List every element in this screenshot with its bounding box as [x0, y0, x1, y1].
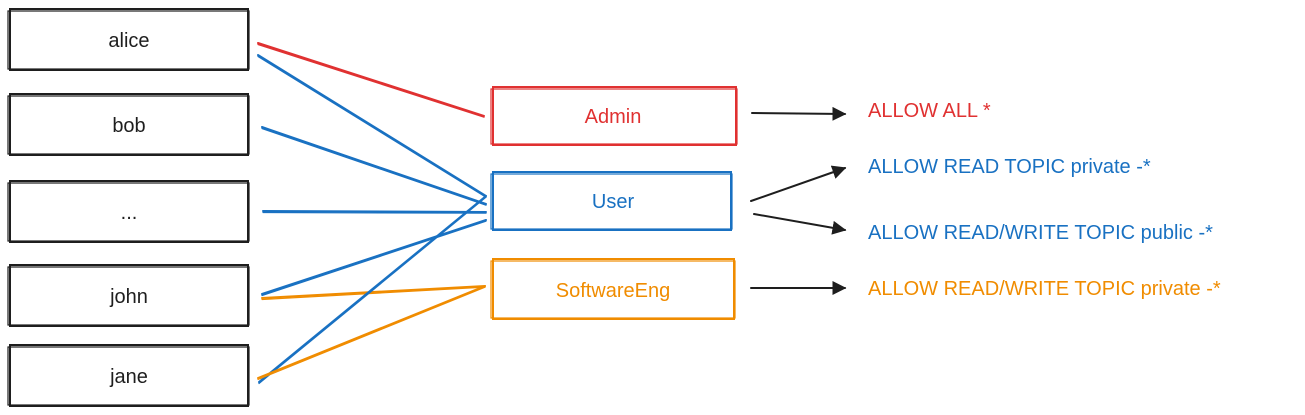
role-label: User	[592, 191, 635, 213]
role-label: Admin	[585, 106, 642, 128]
rule-allow-read-private: ALLOW READ TOPIC private -*	[868, 156, 1151, 178]
user-box-john: john	[7, 264, 250, 327]
rule-allow-rw-private: ALLOW READ/WRITE TOPIC private -*	[868, 278, 1221, 300]
role-label: SoftwareEng	[556, 280, 671, 302]
membership-line-john-softwareeng	[261, 285, 486, 299]
rule-arrow-allow-all	[751, 106, 847, 121]
membership-line-more-user	[262, 210, 487, 213]
membership-line-alice-user	[257, 55, 487, 198]
membership-line-john-softwareeng	[261, 286, 486, 301]
membership-line-alice-user	[257, 54, 487, 197]
role-box-user: User	[490, 171, 733, 231]
rule-arrow-allow-rw-public	[753, 213, 847, 235]
user-label: bob	[112, 115, 145, 137]
membership-lines	[257, 42, 487, 385]
membership-line-bob-user	[261, 126, 487, 205]
user-label: john	[109, 286, 148, 308]
membership-line-alice-admin	[257, 43, 485, 118]
user-box-bob: bob	[7, 93, 250, 156]
membership-line-john-user	[261, 219, 487, 295]
membership-line-jane-softwareeng	[257, 285, 486, 379]
membership-line-jane-user	[258, 196, 487, 385]
rule-allow-all: ALLOW ALL *	[868, 100, 991, 122]
rule-arrow-allow-read-private	[750, 165, 847, 202]
membership-line-alice-admin	[257, 42, 485, 117]
membership-line-john-user	[261, 220, 487, 297]
rule-arrows	[750, 106, 847, 295]
user-box-alice: alice	[7, 8, 250, 71]
user-box-jane: jane	[7, 344, 250, 407]
role-box-admin: Admin	[490, 86, 738, 146]
user-box-more: ...	[7, 180, 250, 243]
membership-line-bob-user	[261, 127, 487, 206]
membership-line-jane-user	[258, 195, 487, 383]
role-box-softwareeng: SoftwareEng	[490, 258, 736, 320]
membership-line-jane-softwareeng	[257, 286, 486, 381]
rule-allow-rw-public: ALLOW READ/WRITE TOPIC public -*	[868, 222, 1213, 244]
user-label: jane	[109, 366, 148, 388]
membership-line-more-user	[262, 211, 487, 214]
user-label: ...	[121, 202, 138, 224]
user-label: alice	[108, 30, 149, 52]
